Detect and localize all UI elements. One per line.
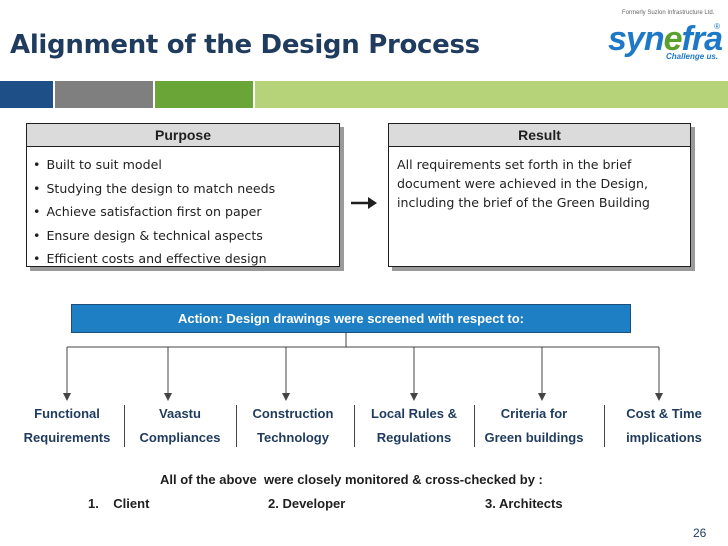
logo-tagline-bottom: Challenge us. <box>665 52 718 61</box>
category-line1: Functional <box>34 406 100 421</box>
category-line1: Cost & Time <box>626 406 702 421</box>
category-line2: Compliances <box>139 430 221 445</box>
category-divider <box>124 405 125 447</box>
purpose-item: Built to suit model <box>33 153 339 177</box>
arrow-right-icon <box>351 197 377 209</box>
color-bar-light-green <box>255 81 728 108</box>
slide-title: Alignment of the Design Process <box>10 30 480 60</box>
color-bar-dark-blue <box>0 81 53 108</box>
checker-architects: 3. Architects <box>485 496 563 511</box>
action-bar: Action: Design drawings were screened wi… <box>71 304 631 333</box>
color-bar-green <box>155 81 253 108</box>
category-line1: Vaastu <box>159 406 201 421</box>
category-construction: Construction Technology <box>240 402 346 450</box>
checker-developer: 2. Developer <box>268 496 346 511</box>
purpose-item: Studying the design to match needs <box>33 177 339 201</box>
category-cost-time: Cost & Time implications <box>612 402 716 450</box>
purpose-header: Purpose <box>27 124 339 147</box>
category-green-buildings: Criteria for Green buildings <box>478 402 590 450</box>
page-number: 26 <box>693 526 707 540</box>
logo-word-fra: fra <box>681 20 723 58</box>
color-bar-grey <box>55 81 153 108</box>
monitoring-note: All of the above were closely monitored … <box>160 472 543 487</box>
result-box: Result All requirements set forth in the… <box>388 123 691 267</box>
purpose-item: Achieve satisfaction first on paper <box>33 200 339 224</box>
category-functional: Functional Requirements <box>14 402 120 450</box>
purpose-item: Efficient costs and effective design <box>33 247 339 271</box>
category-vaastu: Vaastu Compliances <box>128 402 232 450</box>
logo-registered-mark: ® <box>714 22 720 31</box>
synefra-logo: Formerly Suzlon Infrastructure Ltd. syne… <box>598 6 724 66</box>
category-line2: Requirements <box>23 430 111 445</box>
purpose-list: Built to suit model Studying the design … <box>27 153 339 271</box>
category-divider <box>236 405 237 447</box>
logo-word-e: e <box>663 20 683 58</box>
category-line1: Local Rules & <box>371 406 457 421</box>
logo-tagline-top: Formerly Suzlon Infrastructure Ltd. <box>622 10 715 16</box>
category-line2: implications <box>626 430 702 445</box>
result-text: All requirements set forth in the brief … <box>397 157 650 210</box>
category-divider <box>354 405 355 447</box>
category-local-rules: Local Rules & Regulations <box>360 402 468 450</box>
purpose-box: Purpose Built to suit model Studying the… <box>26 123 340 267</box>
category-divider <box>474 405 475 447</box>
result-header: Result <box>389 124 690 147</box>
checker-client: 1. Client <box>88 496 150 511</box>
category-line1: Construction <box>252 406 334 421</box>
logo-word-syn: syn <box>608 20 665 58</box>
category-line1: Criteria for <box>500 406 568 421</box>
logo-wordmark: synefra <box>608 20 723 59</box>
purpose-item: Ensure design & technical aspects <box>33 224 339 248</box>
category-line2: Green buildings <box>484 430 584 445</box>
category-line2: Regulations <box>376 430 452 445</box>
category-line2: Technology <box>257 430 329 445</box>
category-divider <box>604 405 605 447</box>
